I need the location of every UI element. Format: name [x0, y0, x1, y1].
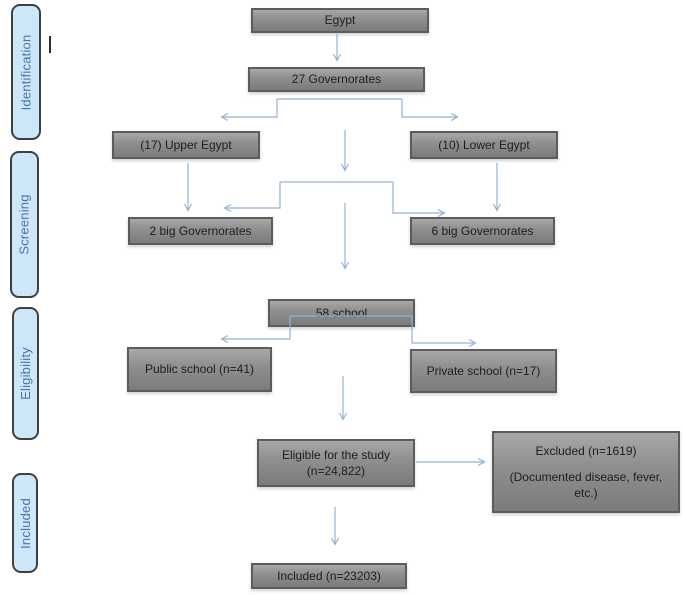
flow-node-6-big-governorates-label: 6 big Governorates — [431, 223, 534, 238]
stage-included-label: Included — [17, 497, 33, 549]
flow-node-58-school: 58 school — [268, 299, 415, 327]
stage-identification: Identification — [11, 4, 41, 140]
flow-node-6-big-governorates: 6 big Governorates — [410, 217, 555, 245]
flow-node-egypt-label: Egypt — [324, 13, 356, 28]
flow-node-excluded-line1: Excluded (n=1619) — [535, 443, 637, 458]
flow-node-eligible-line1: Eligible for the study — [281, 447, 391, 462]
flow-node-private-school-label: Private school (n=17) — [426, 363, 541, 378]
stage-included: Included — [12, 473, 38, 573]
flow-node-private-school: Private school (n=17) — [410, 349, 557, 393]
stage-eligibility-label: Eligibility — [18, 347, 33, 400]
flow-node-27-governorates: 27 Governorates — [248, 67, 425, 92]
stage-identification-label: Identification — [18, 34, 34, 110]
branch-to-big-governorates — [183, 163, 502, 270]
flow-node-upper-egypt: (17) Upper Egypt — [112, 131, 260, 159]
flow-node-public-school-label: Public school (n=41) — [144, 362, 255, 377]
stage-eligibility: Eligibility — [12, 307, 39, 440]
flow-node-excluded-line2: (Documented disease, fever, etc.) — [509, 469, 663, 501]
flow-node-included: Included (n=23203) — [251, 563, 407, 589]
flow-node-2-big-governorates: 2 big Governorates — [128, 217, 273, 245]
flow-node-58-school-label: 58 school — [315, 305, 368, 320]
flow-node-eligible: Eligible for the study (n=24,822) — [257, 439, 415, 487]
flow-node-upper-egypt-label: (17) Upper Egypt — [140, 137, 232, 152]
flow-node-eligible-line2: (n=24,822) — [306, 464, 366, 478]
flow-node-27-governorates-label: 27 Governorates — [291, 72, 382, 87]
flow-node-public-school: Public school (n=41) — [127, 347, 272, 392]
stage-screening-label: Screening — [17, 194, 32, 255]
flow-node-egypt: Egypt — [251, 8, 429, 33]
flow-node-lower-egypt-label: (10) Lower Egypt — [438, 137, 530, 152]
flow-node-2-big-governorates-label: 2 big Governorates — [149, 223, 252, 238]
flow-node-lower-egypt: (10) Lower Egypt — [410, 131, 558, 159]
flow-node-excluded: Excluded (n=1619) (Documented disease, f… — [492, 431, 680, 513]
stage-screening: Screening — [10, 151, 39, 298]
stray-cursor-mark — [49, 36, 51, 53]
flow-node-included-label: Included (n=23203) — [277, 568, 381, 583]
